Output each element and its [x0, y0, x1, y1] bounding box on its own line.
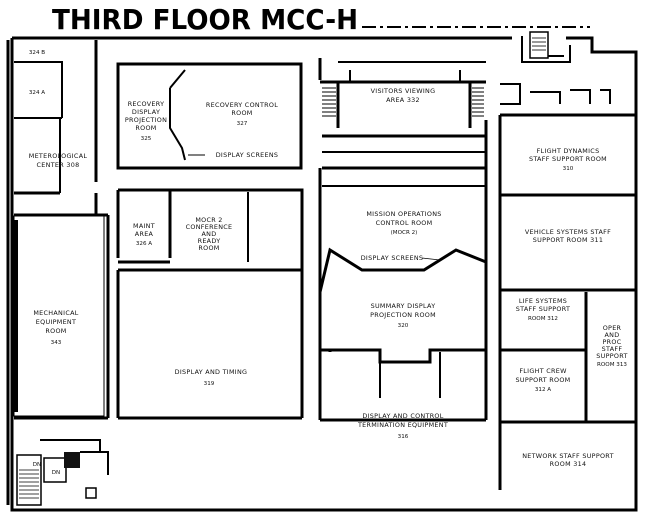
recovery-display-number: 325 [141, 136, 152, 142]
oper-proc-label-4: STAFF [602, 345, 623, 353]
mechanical-label-3: ROOM [45, 327, 66, 335]
recovery-block [116, 62, 303, 170]
maint-number: 326 A [136, 241, 152, 247]
mocr2-conf-label-5: ROOM [198, 244, 219, 252]
vehicle-systems-label-2: SUPPORT ROOM 311 [533, 236, 603, 244]
display-control-number: 316 [398, 434, 409, 440]
mechanical-label-1: MECHANICAL [33, 309, 78, 317]
mid-left-block [116, 188, 304, 420]
mission-ops-label-1: MISSION OPERATIONS [366, 210, 441, 218]
recovery-display-label-1: RECOVERY [128, 100, 165, 108]
display-control-label-1: DISPLAY AND CONTROL [362, 412, 443, 420]
recovery-control-number: 327 [237, 121, 248, 127]
life-systems-label-3: ROOM 312 [528, 316, 558, 322]
mission-ops-label-2: CONTROL ROOM [376, 219, 433, 227]
summary-display-number: 320 [398, 323, 409, 329]
display-timing-label: DISPLAY AND TIMING [175, 368, 248, 376]
maint-label-1: MAINT [133, 222, 155, 230]
display-screens-lower-label: DISPLAY SCREENS [361, 254, 424, 262]
room-labels: 324 B 324 A METEROLOGICAL CENTER 308 MEC… [29, 50, 628, 476]
life-systems-label-2: STAFF SUPPORT [516, 305, 570, 313]
display-screens-leader [421, 257, 441, 261]
left-wing [13, 40, 110, 506]
mocr2-conf-label-4: READY [198, 237, 221, 245]
oper-proc-label-5: SUPPORT [596, 352, 627, 360]
meteorological-label-2: CENTER 308 [37, 161, 80, 169]
meteorological-label-1: METEROLOGICAL [29, 152, 88, 160]
oper-proc-label-2: AND [605, 331, 620, 339]
mocr-block [318, 58, 488, 422]
stair-dn-label: DN [33, 462, 42, 468]
right-wing [498, 31, 636, 490]
vehicle-systems-label-1: VEHICLE SYSTEMS STAFF [525, 228, 611, 236]
mocr2-conf-label-3: AND [202, 230, 217, 238]
summary-display-label-1: SUMMARY DISPLAY [371, 302, 436, 310]
network-staff-label-2: ROOM 314 [550, 460, 587, 468]
recovery-control-label-1: RECOVERY CONTROL [206, 101, 278, 109]
mechanical-label-2: EQUIPMENT [36, 318, 76, 326]
visitors-label-1: VISITORS VIEWING [371, 87, 436, 95]
recovery-display-label-3: PROJECTION [125, 116, 167, 124]
recovery-display-label-2: DISPLAY [132, 108, 160, 116]
mocr2-conf-label-1: MOCR 2 [195, 216, 222, 224]
visitors-label-2: AREA 332 [386, 96, 420, 104]
flight-dynamics-label-1: FLIGHT DYNAMICS [537, 147, 600, 155]
flight-crew-number: 312 A [535, 387, 551, 393]
recovery-control-label-2: ROOM [231, 109, 252, 117]
recovery-display-label-4: ROOM [135, 124, 156, 132]
plan-title: THIRD FLOOR MCC-H [52, 3, 358, 36]
network-staff-label-1: NETWORK STAFF SUPPORT [522, 452, 614, 460]
flight-dynamics-number: 310 [563, 166, 574, 172]
stair-dn-label-2: DN [52, 470, 61, 476]
flight-crew-label-2: SUPPORT ROOM [516, 376, 571, 384]
mission-ops-label-3: (MOCR 2) [391, 230, 418, 236]
oper-proc-label-6: ROOM 313 [597, 362, 627, 368]
room-324a-label: 324 A [29, 90, 45, 96]
display-screens-upper-label: DISPLAY SCREENS [216, 151, 279, 159]
mechanical-number: 343 [51, 340, 62, 346]
summary-display-label-2: PROJECTION ROOM [370, 311, 436, 319]
flight-crew-label-1: FLIGHT CREW [519, 367, 567, 375]
flight-dynamics-label-2: STAFF SUPPORT ROOM [529, 155, 607, 163]
oper-proc-label-3: PROC [603, 338, 622, 346]
oper-proc-label-1: OPER [603, 324, 622, 332]
display-control-label-2: TERMINATION EQUIPMENT [357, 421, 448, 429]
room-324b-label: 324 B [29, 50, 45, 56]
display-timing-number: 319 [204, 381, 215, 387]
maint-label-2: AREA [135, 230, 154, 238]
life-systems-label-1: LIFE SYSTEMS [519, 297, 567, 305]
mocr2-conf-label-2: CONFERENCE [186, 223, 233, 231]
outer-walls [6, 36, 638, 512]
